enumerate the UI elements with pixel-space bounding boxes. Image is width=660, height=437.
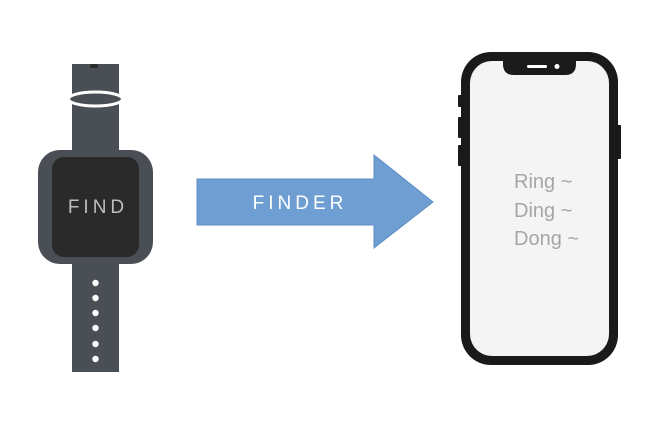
- smartphone: Ring ~ Ding ~ Dong ~: [458, 52, 621, 365]
- strap-hole: [92, 294, 99, 302]
- finder-arrow: FINDER: [196, 153, 434, 250]
- phone-speaker: [527, 65, 547, 68]
- watch-screen: [52, 157, 139, 257]
- phone-camera: [554, 64, 560, 69]
- smartwatch: FIND: [38, 64, 153, 372]
- watch-strap-top: [72, 64, 119, 160]
- arrow-label: FINDER: [253, 193, 348, 214]
- watch-strap-holes: [92, 279, 99, 363]
- strap-hole: [92, 355, 99, 363]
- watch-strap-pin: [90, 64, 98, 68]
- strap-hole: [92, 324, 99, 332]
- arrow-shape: [196, 153, 434, 250]
- phone-text-line-1: Ring ~: [514, 171, 572, 193]
- phone-text-line-2: Ding ~: [514, 200, 572, 222]
- strap-hole: [92, 279, 99, 287]
- watch-screen-text: FIND: [68, 197, 128, 218]
- strap-hole: [92, 340, 99, 348]
- phone-screen: [470, 61, 609, 356]
- strap-hole: [92, 309, 99, 317]
- phone-text-line-3: Dong ~: [514, 228, 579, 250]
- watch-strap-loop: [67, 90, 124, 108]
